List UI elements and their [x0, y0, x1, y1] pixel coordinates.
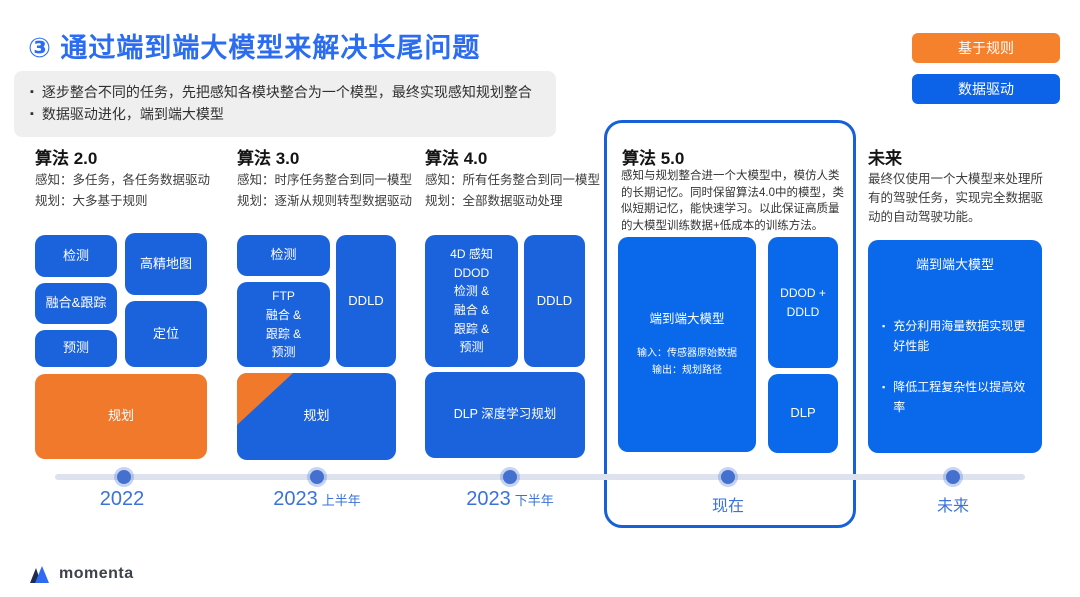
future-header: 未来	[868, 149, 902, 168]
timeline-label-now: 现在	[711, 498, 744, 515]
algo4-box-dlp: DLP 深度学习规划	[425, 372, 585, 458]
algo2-perception: 感知：多任务，各任务数据驱动	[35, 173, 211, 187]
algo3-box-planning-label: 规划	[303, 408, 330, 424]
timeline-sub: 下半年	[514, 493, 554, 508]
algo5-highlight-frame	[604, 120, 856, 528]
algo2-box-localization: 定位	[125, 301, 207, 367]
intro-panel: ▪ 逐步整合不同的任务，先把感知各模块整合为一个模型，最终实现感知规划整合 ▪ …	[14, 71, 556, 137]
timeline-dot-future	[946, 470, 960, 484]
momenta-logo: momenta	[30, 565, 134, 583]
bullet-icon: ▪	[882, 320, 886, 331]
algo2-box-prediction: 预测	[35, 330, 117, 367]
timeline-dot-2023h2	[503, 470, 517, 484]
algo2-description: 感知：多任务，各任务数据驱动 规划：大多基于规则	[35, 170, 210, 213]
timeline-year: 2023	[466, 488, 511, 510]
algo3-perception: 感知：时序任务整合到同一模型	[237, 173, 413, 187]
intro-bullet-2-text: 数据驱动进化，端到端大模型	[41, 105, 224, 122]
legend-rule-based-chip: 基于规则	[912, 33, 1060, 63]
momenta-logo-mark-icon	[30, 565, 49, 583]
bullet-icon: ▪	[30, 107, 34, 120]
algo4-perception: 感知：所有任务整合到同一模型	[425, 173, 601, 187]
algo2-box-fusion-tracking: 融合&跟踪	[35, 283, 117, 324]
future-box-e2e-model: 端到端大模型 ▪ 充分利用海量数据实现更好性能 ▪ 降低工程复杂性以提高效率	[868, 240, 1042, 453]
future-box-bullet-2-text: 降低工程复杂性以提高效率	[893, 379, 1026, 415]
future-box-title: 端到端大模型	[915, 257, 994, 273]
algo2-box-hd-map: 高精地图	[125, 233, 207, 295]
algo2-box-planning: 规划	[35, 374, 207, 459]
future-box-bullet-1-text: 充分利用海量数据实现更好性能	[893, 318, 1026, 353]
timeline-label-2022: 2022	[54, 488, 194, 511]
algo3-description: 感知：时序任务整合到同一模型 规划：逐渐从规则转型数据驱动	[237, 170, 412, 213]
intro-bullet-2: ▪ 数据驱动进化，端到端大模型	[30, 104, 540, 126]
algo2-planning: 规划：大多基于规则	[35, 194, 148, 209]
algo5-box-ddod-ddld: DDOD + DDLD	[768, 237, 838, 368]
timeline-line	[55, 474, 1025, 480]
algo3-box-ddld: DDLD	[336, 235, 396, 367]
future-box-bullet-1: ▪ 充分利用海量数据实现更好性能	[882, 316, 1028, 357]
momenta-logo-text: momenta	[59, 565, 134, 582]
algo5-description: 感知与规划整合进一个大模型中，模仿人类的长期记忆。同时保留算法4.0中的模型，类…	[621, 170, 844, 233]
e2e-model-io: 输入：传感器原始数据 输出：规划路径	[637, 348, 737, 377]
algo3-box-ftp: FTP 融合 & 跟踪 & 预测	[237, 282, 330, 367]
timeline-year: 2023	[273, 488, 318, 510]
algo3-box-planning: 规划	[237, 373, 396, 460]
timeline-dot-now	[721, 470, 735, 484]
algo4-description: 感知：所有任务整合到同一模型 规划：全部数据驱动处理	[425, 170, 600, 213]
intro-bullet-1-text: 逐步整合不同的任务，先把感知各模块整合为一个模型，最终实现感知规划整合	[41, 84, 532, 100]
future-box-bullet-2: ▪ 降低工程复杂性以提高效率	[882, 377, 1028, 418]
rule-based-wedge	[237, 373, 293, 425]
timeline-year: 2022	[99, 488, 145, 510]
algo2-header: 算法 2.0	[35, 149, 98, 168]
algo4-planning: 规划：全部数据驱动处理	[425, 194, 563, 209]
timeline-dot-2023h1	[310, 470, 324, 484]
bullet-icon: ▪	[30, 86, 34, 98]
future-description: 最终仅使用一个大模型来处理所有的驾驶任务，实现完全数据驱动的自动驾驶功能。	[868, 172, 1044, 224]
timeline-sub: 上半年	[321, 493, 361, 508]
algo5-box-e2e-model: 端到端大模型 输入：传感器原始数据 输出：规划路径	[618, 237, 756, 452]
algo3-planning: 规划：逐渐从规则转型数据驱动	[237, 194, 413, 209]
intro-bullet-1: ▪ 逐步整合不同的任务，先把感知各模块整合为一个模型，最终实现感知规划整合	[30, 82, 540, 104]
algo4-box-ddod: 4D 感知 DDOD 检测 & 融合 & 跟踪 & 预测	[425, 235, 518, 367]
timeline-label-future: 未来	[936, 498, 969, 515]
algo3-header: 算法 3.0	[237, 149, 300, 168]
bullet-icon: ▪	[882, 381, 886, 392]
algo3-box-detection: 检测	[237, 235, 330, 276]
legend-data-driven-chip: 数据驱动	[912, 74, 1060, 104]
page-title: ③ 通过端到端大模型来解决长尾问题	[28, 33, 481, 63]
timeline-dot-2022	[117, 470, 131, 484]
e2e-model-title: 端到端大模型	[649, 311, 725, 326]
algo5-box-dlp: DLP	[768, 374, 838, 453]
algo4-box-ddld: DDLD	[524, 235, 585, 367]
algo4-header: 算法 4.0	[425, 149, 488, 168]
algo5-header: 算法 5.0	[622, 149, 685, 168]
algo2-box-detection: 检测	[35, 235, 117, 277]
